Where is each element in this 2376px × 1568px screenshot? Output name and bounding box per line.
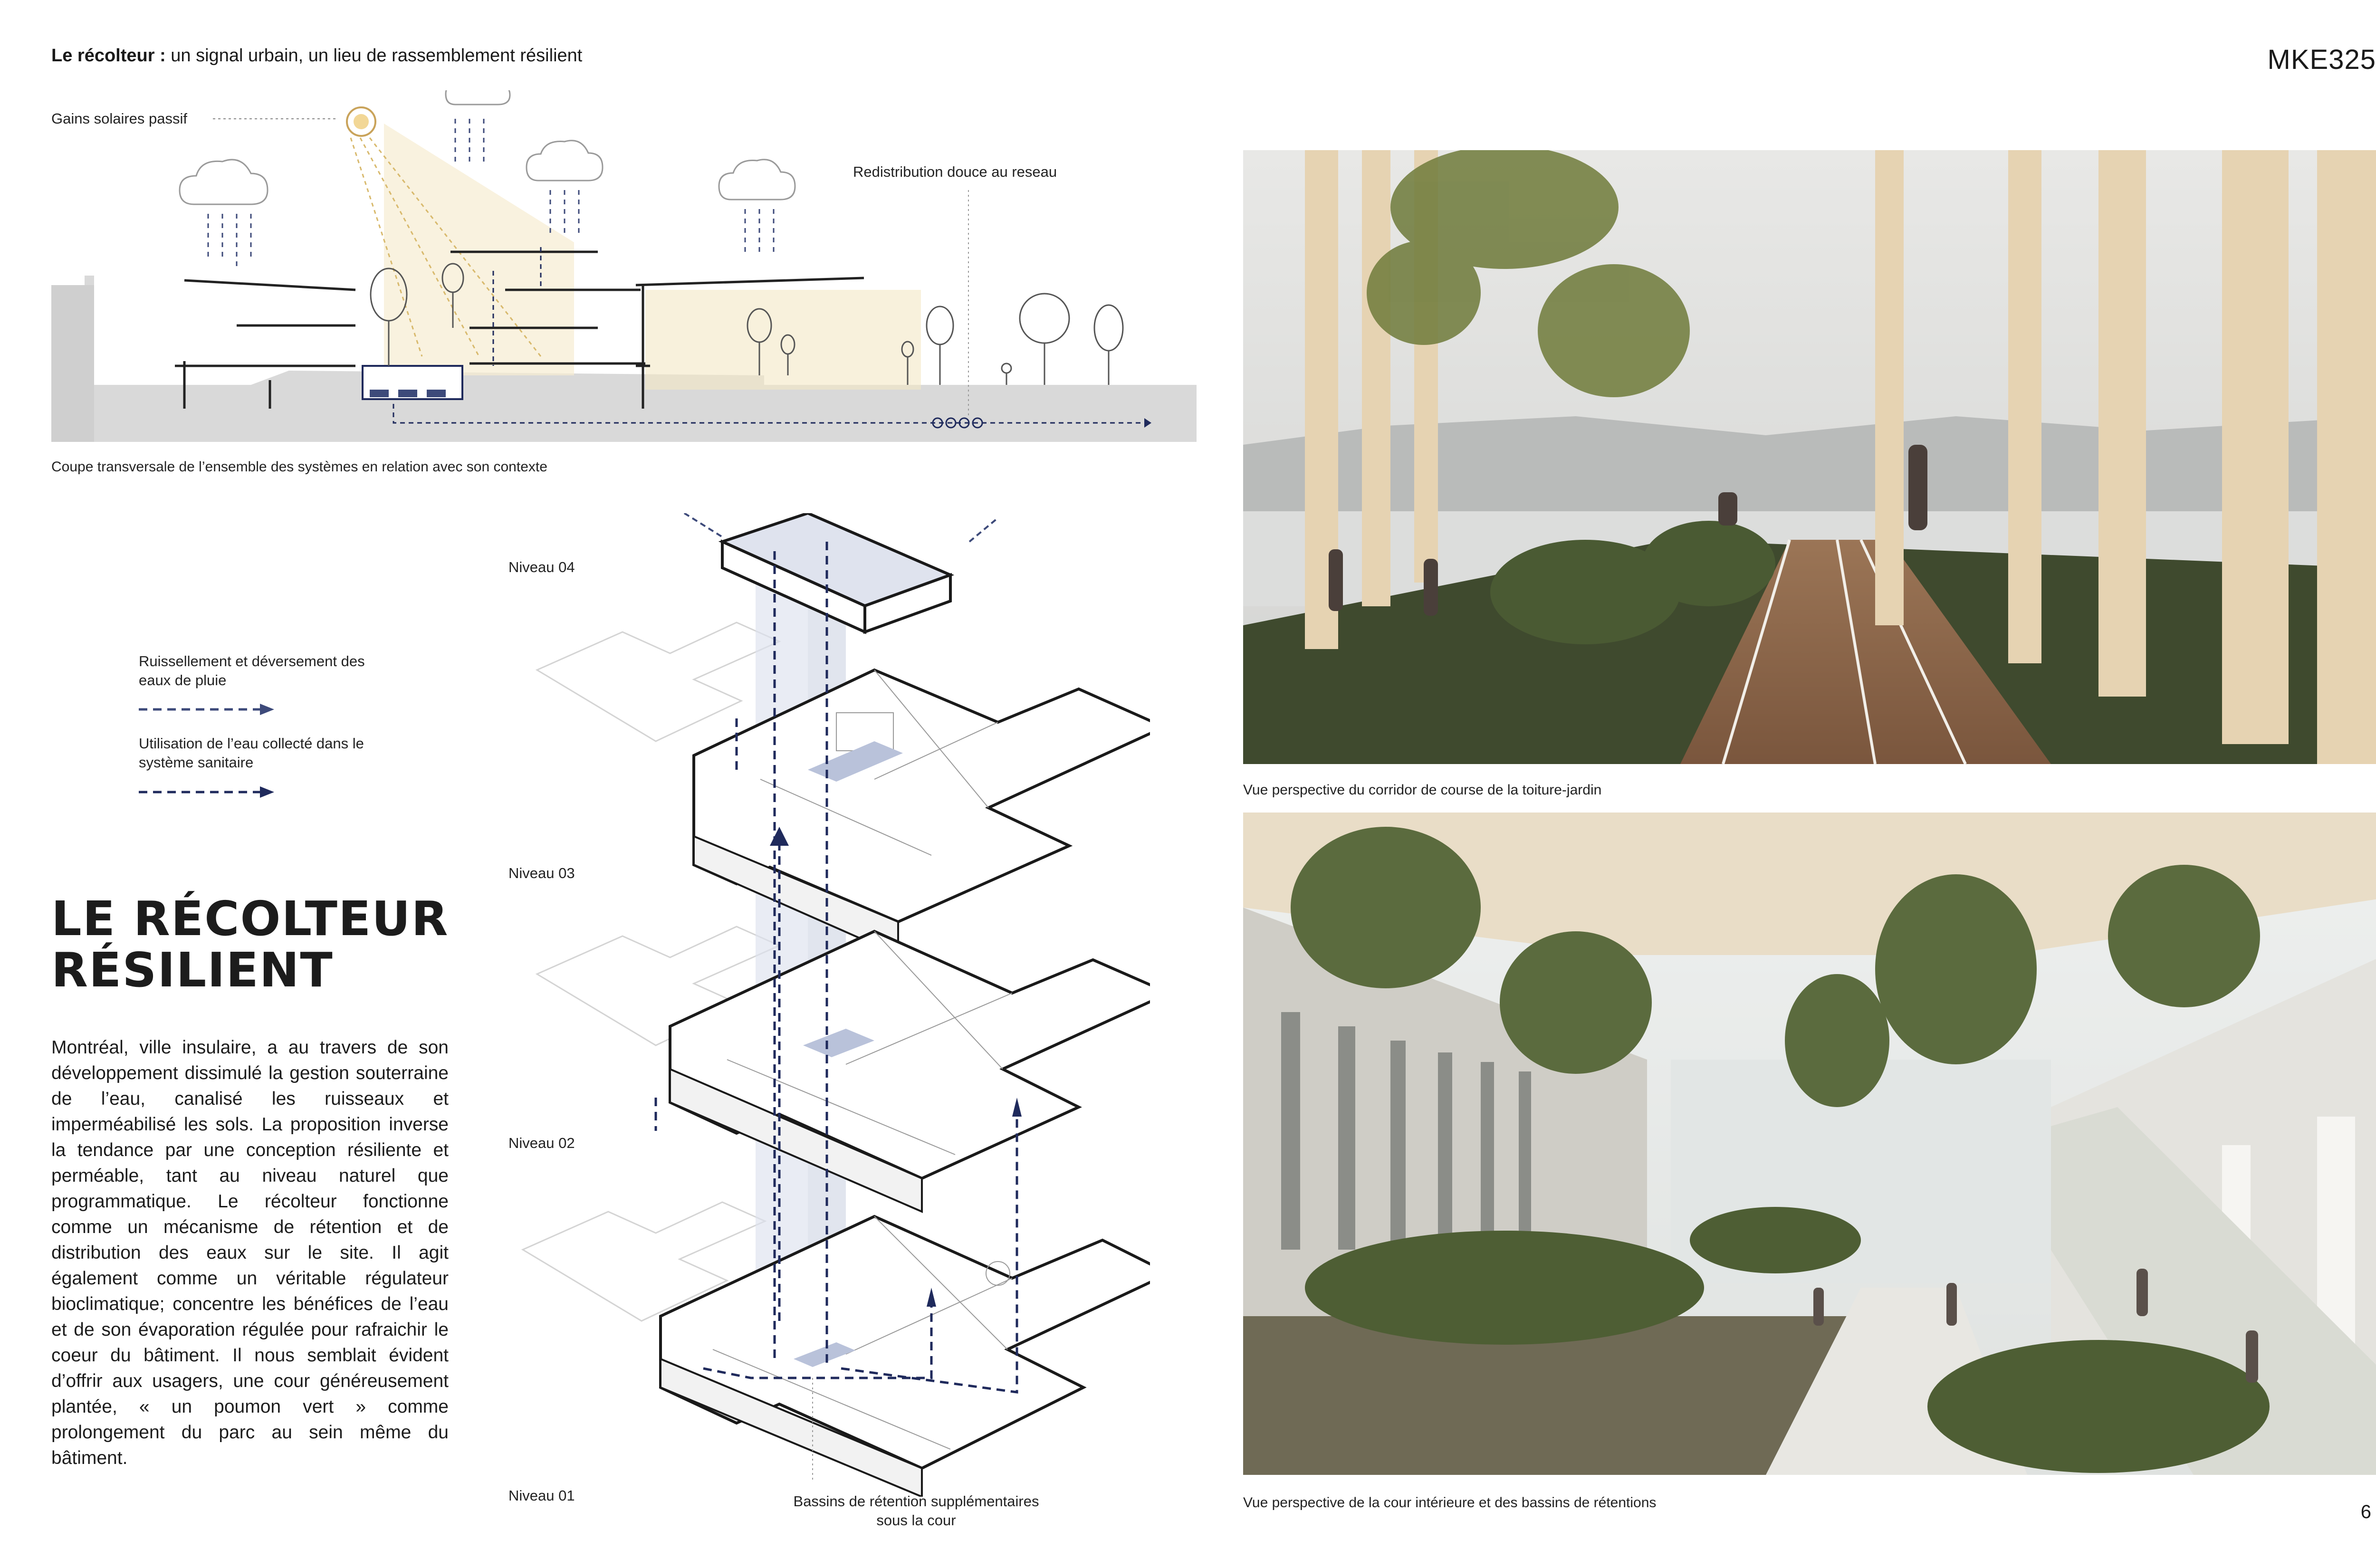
- ghost-footprints: [521, 621, 781, 1322]
- left-facade-windows: [1281, 1012, 1531, 1250]
- main-title-line2: RÉSILIENT: [51, 942, 334, 998]
- page-header: Le récolteur : un signal urbain, un lieu…: [51, 46, 582, 66]
- header-title-bold: Le récolteur :: [51, 46, 166, 66]
- main-paragraph: Montréal, ville insulaire, a au travers …: [51, 1037, 449, 1468]
- shrubs: [1490, 521, 1775, 644]
- left-wall: [51, 285, 94, 442]
- retention-pond: [1243, 1316, 1885, 1475]
- people: [1329, 445, 1927, 616]
- level-label-03: Niveau 03: [508, 865, 575, 881]
- label-redistribution: Redistribution douce au reseau: [853, 163, 1057, 180]
- level-label-04: Niveau 04: [508, 559, 575, 575]
- ground-mass: [51, 276, 1197, 442]
- level-02-plate: [669, 929, 1150, 1214]
- flow-arrow-icon: [1144, 418, 1151, 428]
- timber-columns: [1305, 150, 2376, 764]
- axonometric-diagram: [513, 513, 1150, 1497]
- warm-volume: [645, 290, 921, 390]
- level-04-plate: [718, 513, 955, 634]
- level-label-01: Niveau 01: [508, 1487, 575, 1504]
- tree-icons: [370, 263, 1124, 385]
- axo-arrow-icons: [770, 827, 1022, 1307]
- cross-section-diagram: [51, 90, 1197, 451]
- header-title-rest: un signal urbain, un lieu de rassembleme…: [165, 46, 583, 66]
- sun-rays: [350, 137, 542, 357]
- legend-runoff-arrow-icon: [139, 704, 274, 715]
- main-title: LE RÉCOLTEUR RÉSILIENT: [51, 893, 449, 996]
- rooftop-render-svg: [1243, 150, 2376, 764]
- courtyard-people: [1813, 1269, 2258, 1383]
- water-flow-lines: [393, 247, 1144, 424]
- pipe-circles: [932, 417, 983, 429]
- courtyard-trees: [1291, 827, 2260, 1107]
- render-rooftop-corridor: [1243, 150, 2376, 764]
- city-skyline: [1243, 416, 2376, 511]
- basin-blocks: [370, 390, 446, 397]
- building-section: [175, 250, 864, 409]
- project-code: MKE325: [2267, 44, 2376, 75]
- ground-planting: [1305, 1207, 2270, 1473]
- legend-item-sanitary: Utilisation de l’eau collecté dans le sy…: [139, 735, 364, 771]
- caption-rooftop-render: Vue perspective du corridor de course de…: [1243, 782, 1602, 798]
- sun-glow: [384, 124, 574, 375]
- basins-label-line1: Bassins de rétention supplémentaires: [793, 1493, 1039, 1510]
- axo-water-routes: [654, 542, 1018, 1394]
- courtyard-render-svg: [1243, 813, 2376, 1475]
- basins-label: Bassins de rétention supplémentaires sou…: [783, 1492, 1049, 1530]
- sun-icon: [346, 106, 376, 137]
- legend-sanitary-arrow-icon: [139, 786, 274, 798]
- page-number: 6: [2360, 1501, 2371, 1522]
- label-solar-gains: Gains solaires passif: [51, 110, 188, 127]
- rain-lines: [207, 119, 775, 266]
- sun-core: [354, 114, 369, 129]
- caption-courtyard-render: Vue perspective de la cour intérieure et…: [1243, 1495, 1657, 1511]
- central-shaft-front: [756, 575, 808, 1349]
- render-interior-courtyard: [1243, 813, 2376, 1475]
- level-01-plate: [659, 1214, 1150, 1497]
- level-label-02: Niveau 02: [508, 1135, 575, 1151]
- rain-entry-arrows: [683, 513, 999, 543]
- timber-canopy: [1243, 813, 2376, 955]
- cross-section-svg: [51, 90, 1197, 442]
- main-title-line1: LE RÉCOLTEUR: [51, 891, 449, 947]
- basins-label-line2: sous la cour: [876, 1512, 956, 1529]
- legend-item-runoff: Ruissellement et déversement des eaux de…: [139, 653, 365, 688]
- axonometric-svg: [521, 513, 1150, 1497]
- cloud-icons: [179, 90, 796, 205]
- section-caption: Coupe transversale de l’ensemble des sys…: [51, 459, 547, 475]
- tree-canopy: [1367, 150, 1690, 397]
- ramp-walkway: [1984, 1107, 2376, 1475]
- level-03-plate: [692, 668, 1150, 957]
